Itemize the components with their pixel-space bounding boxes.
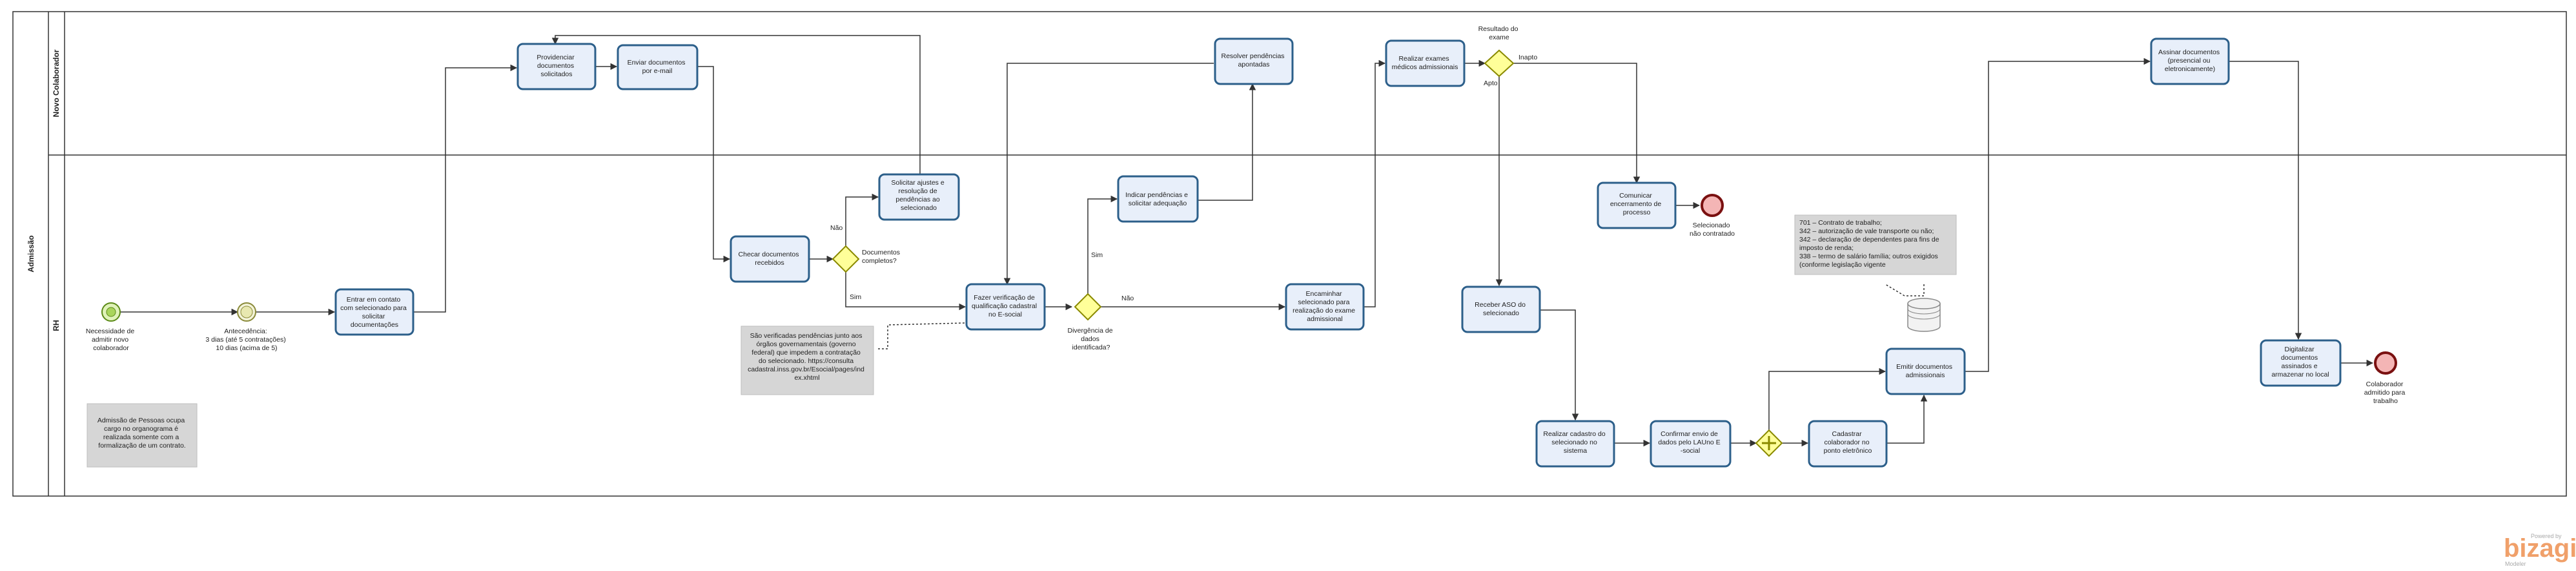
task-verificacao-esocial[interactable]: Fazer verificação de qualificação cadast…	[965, 283, 1046, 331]
task-solicitar-ajustes[interactable]: Solicitar ajustes e resolução de pendênc…	[878, 173, 960, 221]
flow-label-sim-1: Sim	[850, 293, 861, 301]
task-label: Indicar pendências e solicitar adequação	[1125, 191, 1190, 207]
flow-label-inapto: Inapto	[1518, 54, 1537, 61]
task-entrar-contato[interactable]: Entrar em contato com selecionado para s…	[334, 288, 414, 336]
bizagi-logo: Powered by bizagi Modeler	[2504, 533, 2576, 567]
task-label: Fazer verificação de qualificação cadast…	[972, 294, 1039, 318]
task-comunicar-encerramento[interactable]: Comunicar encerramento de processo	[1597, 182, 1677, 229]
task-confirmar-envio[interactable]: Confirmar envio de dados pelo LAUno E -s…	[1650, 420, 1732, 468]
brand-modeler: Modeler	[2505, 561, 2526, 567]
start-event-label: Necessidade de admitir novo colaborador	[86, 327, 136, 352]
task-providenciar-documentos[interactable]: Providenciar documentos solicitados	[516, 43, 597, 90]
lane-title-rh: RH	[52, 320, 61, 331]
note-esocial: São verificadas pendências junto aos órg…	[741, 326, 874, 395]
task-label: Confirmar envio de dados pelo LAUno E -s…	[1658, 430, 1722, 455]
task-label: Cadastrar colaborador no ponto eletrônic…	[1824, 430, 1872, 455]
gateway-resultado-exame[interactable]	[1484, 49, 1515, 78]
timer-event[interactable]	[237, 302, 256, 322]
task-label: Realizar exames médicos admissionais	[1392, 55, 1458, 71]
gateway-documentos-completos[interactable]	[832, 245, 860, 273]
task-label: Assinar documentos (presencial ou eletro…	[2158, 48, 2222, 73]
task-label: Entrar em contato com selecionado para s…	[340, 296, 409, 329]
task-resolver-pendencias[interactable]: Resolver pendências apontadas	[1214, 37, 1294, 85]
note-admissao-text: Admissão de Pessoas ocupa cargo no organ…	[97, 417, 187, 450]
task-label: Checar documentos recebidos	[739, 251, 801, 267]
end-event-not-hired[interactable]	[1701, 194, 1724, 217]
pool: Admissão Novo Colaborador RH	[12, 11, 2567, 497]
sequence-flows	[119, 35, 2374, 447]
note-admissao: Admissão de Pessoas ocupa cargo no organ…	[87, 403, 198, 468]
gateway-divergencia[interactable]	[1074, 293, 1102, 321]
task-label: Emitir documentos admissionais	[1896, 363, 1954, 379]
data-store-icon[interactable]	[1907, 298, 1941, 332]
gateway-parallel[interactable]	[1755, 429, 1783, 457]
task-label: Digitalizar documentos assinados e armaz…	[2271, 346, 2329, 379]
brand-powered-by: Powered by	[2531, 533, 2562, 539]
task-encaminhar-exame[interactable]: Encaminhar selecionado para realização d…	[1285, 283, 1365, 331]
task-label: Resolver pendências apontadas	[1222, 52, 1287, 68]
end-event-hired[interactable]	[2374, 351, 2397, 375]
note-documentos-text: 701 – Contrato de trabalho; 342 – autori…	[1799, 219, 1941, 269]
task-label: Realizar cadastro do selecionado no sist…	[1543, 430, 1607, 455]
associations	[878, 284, 1925, 349]
flow-label-nao-2: Não	[1121, 295, 1134, 302]
task-cadastrar-ponto[interactable]: Cadastrar colaborador no ponto eletrônic…	[1808, 420, 1888, 468]
gateway-divergencia-label: Divergência de dados identificada?	[1068, 327, 1115, 351]
task-label: Solicitar ajustes e resolução de pendênc…	[891, 179, 946, 212]
task-emitir-documentos[interactable]: Emitir documentos admissionais	[1885, 348, 1966, 395]
task-label: Enviar documentos por e-mail	[628, 59, 688, 75]
brand-name: bizagi	[2504, 534, 2576, 563]
lane-title-novo-colaborador: Novo Colaborador	[52, 49, 61, 117]
task-label: Providenciar documentos solicitados	[537, 54, 576, 78]
task-realizar-exames[interactable]: Realizar exames médicos admissionais	[1385, 39, 1466, 87]
gateway-resultado-label: Resultado do exame	[1478, 25, 1520, 41]
gateway-documentos-label: Documentos completos?	[862, 249, 902, 265]
task-label: Encaminhar selecionado para realização d…	[1293, 290, 1357, 323]
timer-event-label: Antecedência: 3 dias (até 5 contratações…	[205, 327, 287, 352]
task-receber-aso[interactable]: Receber ASO do selecionado	[1461, 286, 1541, 333]
task-checar-documentos[interactable]: Checar documentos recebidos	[730, 235, 810, 283]
task-enviar-documentos[interactable]: Enviar documentos por e-mail	[617, 44, 699, 90]
task-indicar-pendencias[interactable]: Indicar pendências e solicitar adequação	[1117, 175, 1199, 223]
flow-label-nao-1: Não	[830, 224, 843, 232]
task-label: Receber ASO do selecionado	[1475, 301, 1528, 317]
end-event-not-hired-label: Selecionado não contratado	[1690, 222, 1735, 238]
note-documentos: 701 – Contrato de trabalho; 342 – autori…	[1794, 214, 1957, 275]
end-event-hired-label: Colaborador admitido para trabalho	[2364, 380, 2407, 405]
start-event[interactable]	[101, 302, 121, 322]
task-digitalizar-documentos[interactable]: Digitalizar documentos assinados e armaz…	[2260, 339, 2342, 387]
pool-title: Admissão	[26, 235, 36, 272]
task-assinar-documentos[interactable]: Assinar documentos (presencial ou eletro…	[2150, 37, 2230, 85]
task-realizar-cadastro[interactable]: Realizar cadastro do selecionado no sist…	[1535, 420, 1615, 468]
note-esocial-text: São verificadas pendências junto aos órg…	[748, 332, 866, 382]
task-label: Comunicar encerramento de processo	[1610, 192, 1663, 216]
flow-label-apto: Apto	[1484, 79, 1498, 87]
flow-label-sim-2: Sim	[1091, 251, 1103, 259]
